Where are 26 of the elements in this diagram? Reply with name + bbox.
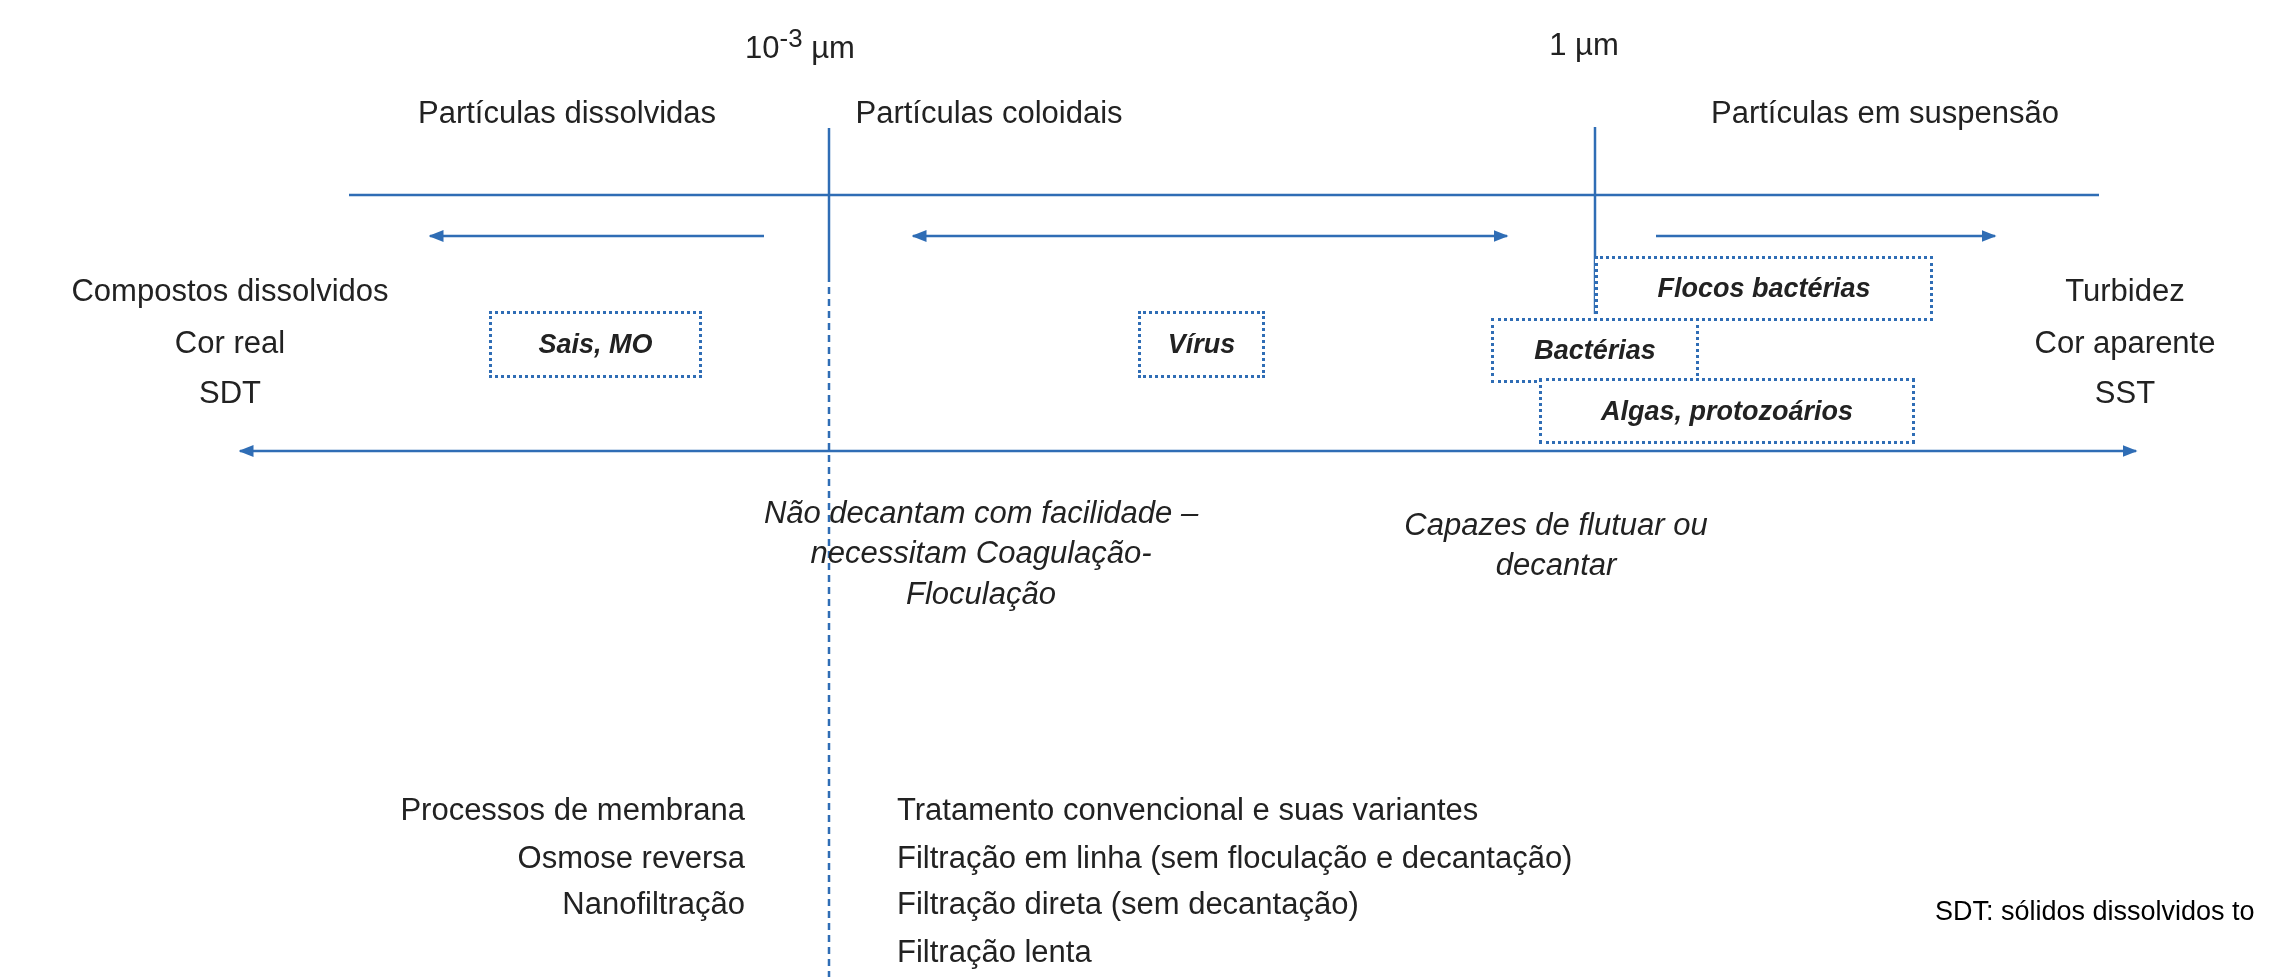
scale-label: 1 µm (1549, 25, 1619, 64)
note-text: Capazes de flutuar ou decantar (1403, 505, 1709, 584)
process-label: Nanofiltração (562, 884, 745, 923)
organism-box: Vírus (1138, 311, 1265, 378)
organism-box: Algas, protozoários (1539, 378, 1915, 444)
size-class-heading: Partículas em suspensão (1710, 93, 2060, 132)
property-label: Turbidez (2065, 271, 2185, 310)
property-label: Compostos dissolvidos (71, 271, 389, 310)
process-label: Tratamento convencional e suas variantes (897, 790, 1479, 829)
size-class-heading: Partículas coloidais (855, 93, 1123, 132)
organism-box: Flocos bactérias (1595, 256, 1933, 321)
process-label: Osmose reversa (517, 838, 745, 877)
organism-box: Bactérias (1491, 318, 1699, 383)
process-label: Processos de membrana (400, 790, 745, 829)
scale-label: 10$^{-3}$ µm (745, 22, 855, 67)
property-label: SDT (199, 373, 261, 412)
property-label: Cor real (174, 323, 286, 362)
process-label: Filtração direta (sem decantação) (897, 884, 1359, 923)
process-label: Filtração em linha (sem floculação e decantação) (897, 838, 1573, 877)
organism-box: Sais, MO (489, 311, 702, 378)
property-label: SST (2094, 373, 2156, 412)
size-class-heading: Partículas dissolvidas (417, 93, 717, 132)
process-label: Filtração lenta (897, 932, 1092, 971)
footnote: SDT: sólidos dissolvidos to (1935, 895, 2255, 929)
note-text: Não decantam com facilidade – necessitam Coagulação- Floculação (762, 493, 1200, 613)
property-label: Cor aparente (2034, 323, 2216, 362)
